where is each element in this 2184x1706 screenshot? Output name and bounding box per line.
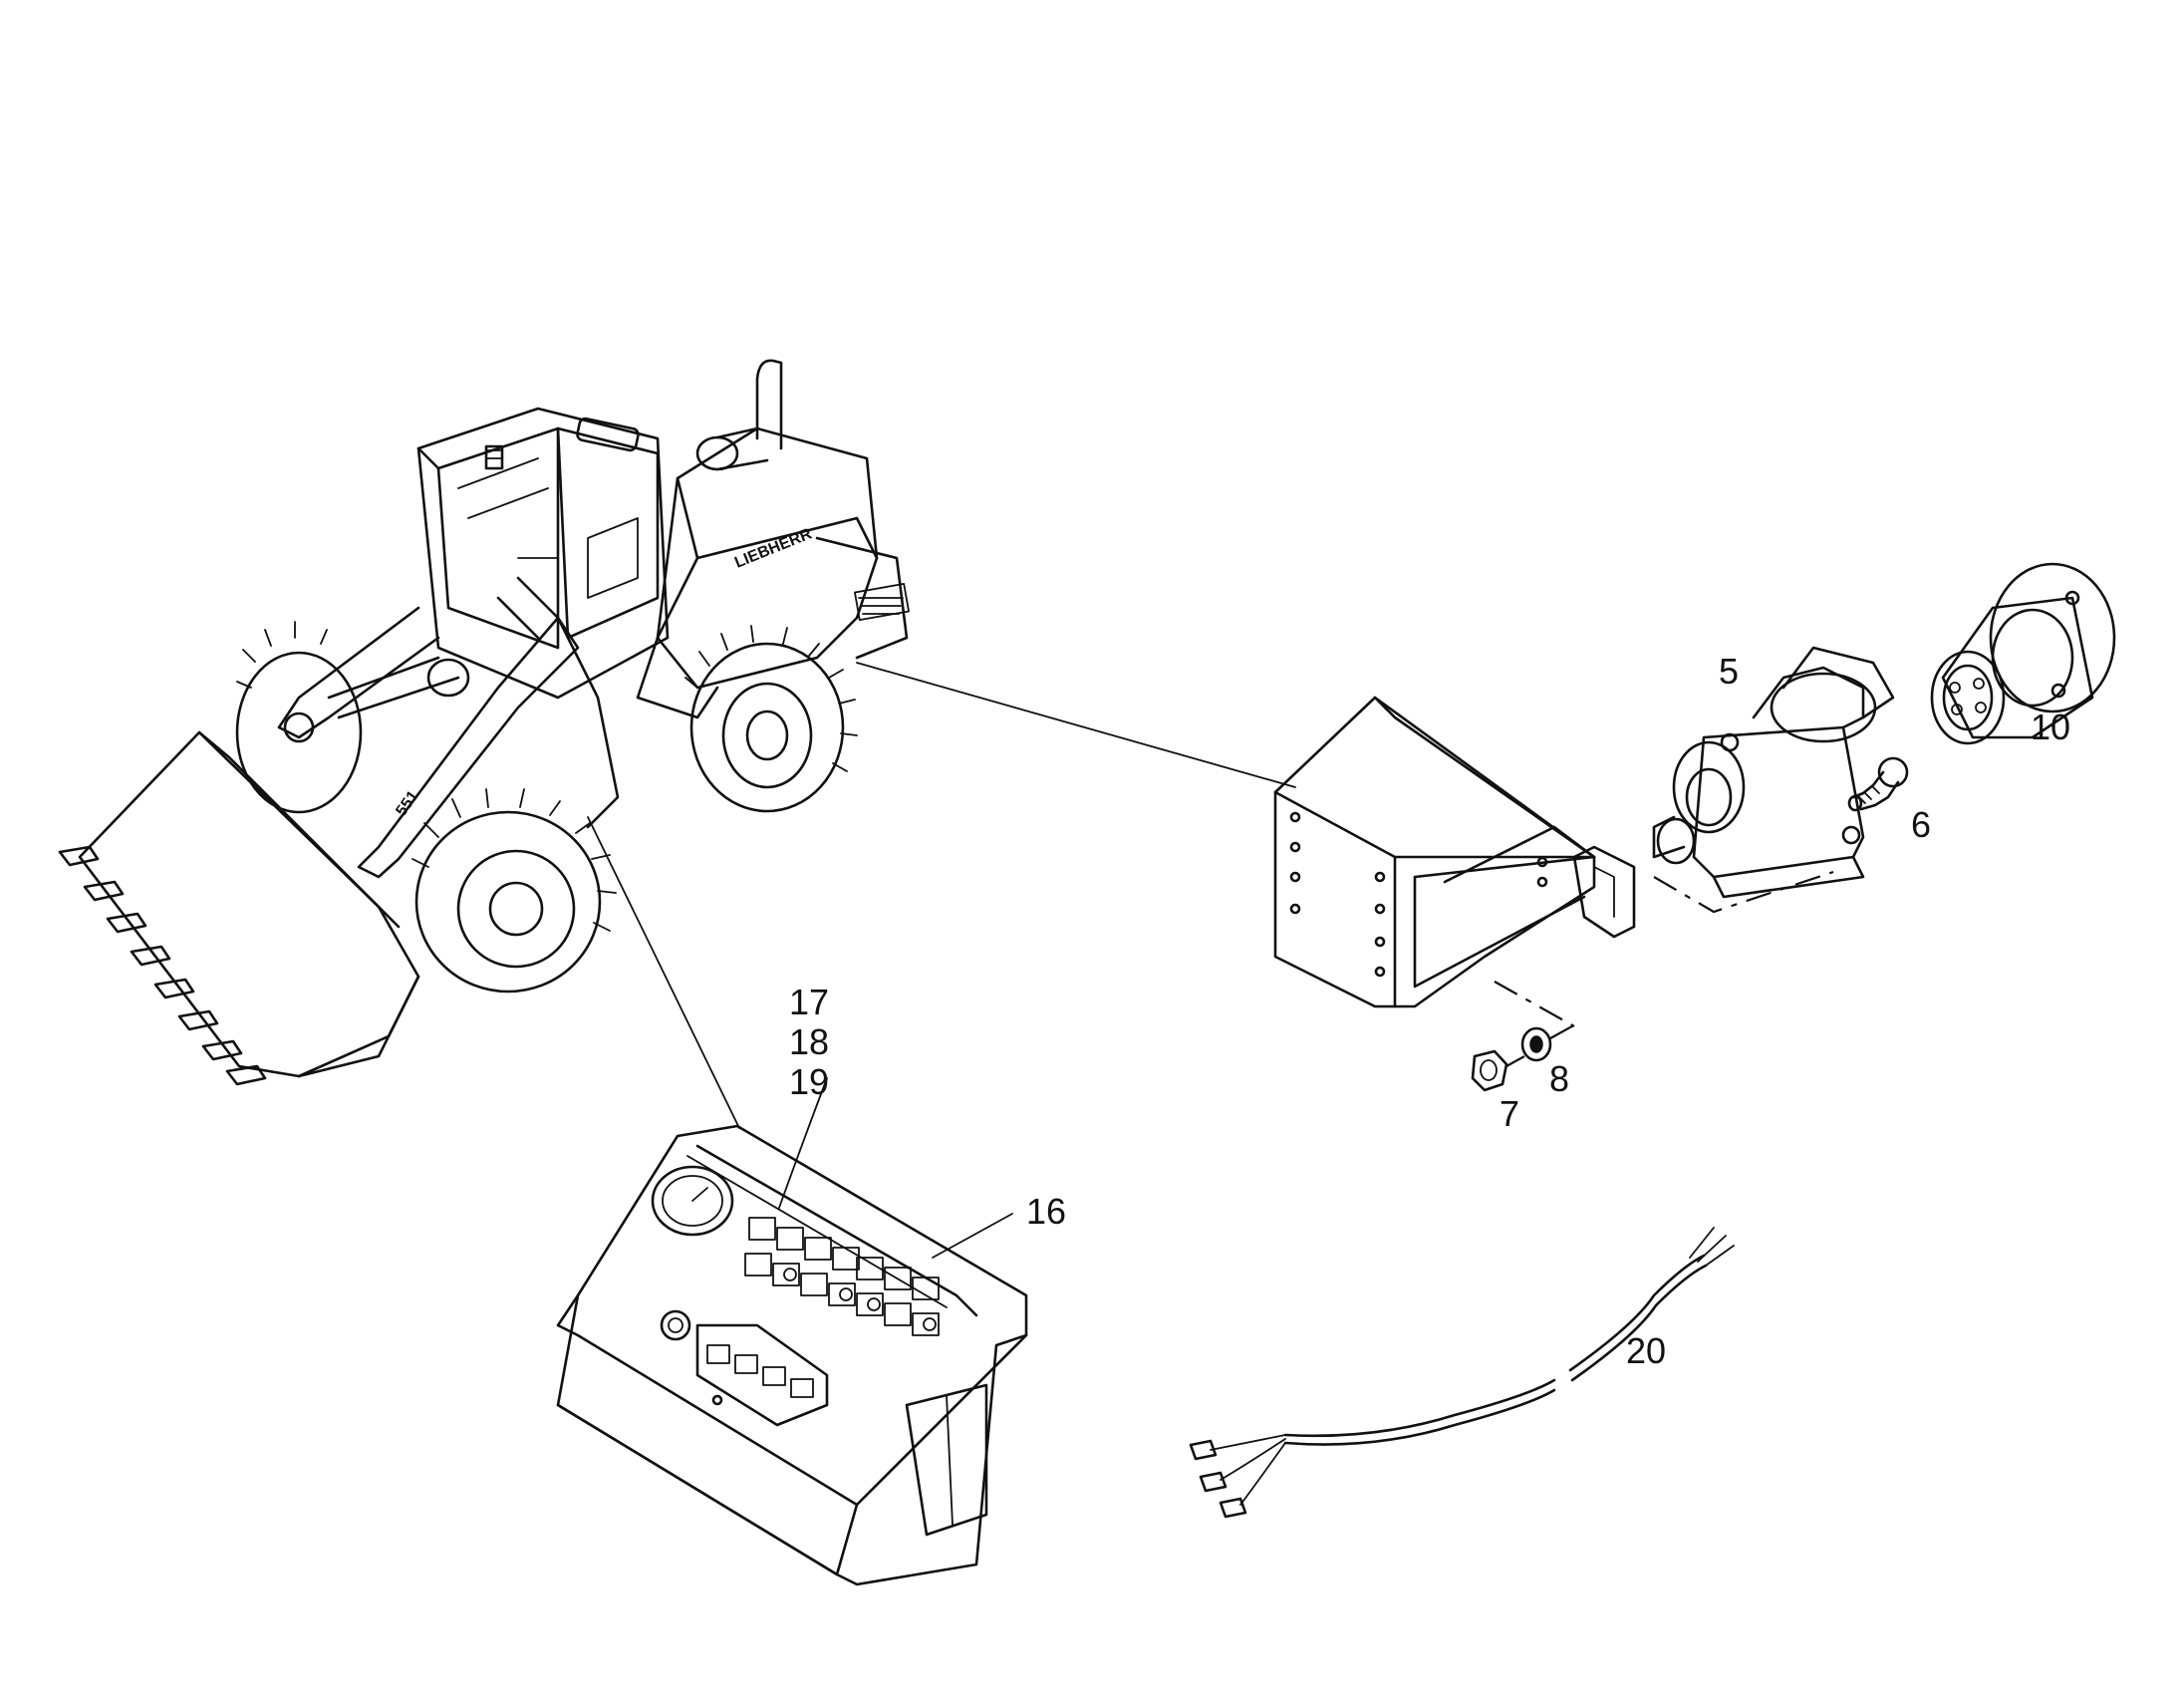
rear-body: LIEBHERR <box>636 359 910 719</box>
callout-8: 8 <box>1549 1058 1569 1099</box>
cable-harness-part-20 <box>1189 1227 1735 1519</box>
front-wheel <box>411 788 617 994</box>
leader-to-17-19 <box>778 1077 828 1209</box>
left-front-wheel <box>235 621 363 814</box>
operator-cab <box>416 407 670 700</box>
bracket-holes <box>1289 811 1548 978</box>
callout-6: 6 <box>1911 804 1931 845</box>
washer-part-8 <box>1520 1026 1552 1062</box>
leader-to-dashboard <box>587 816 740 1129</box>
front-bucket <box>58 730 420 1086</box>
callout-17: 17 <box>789 982 829 1022</box>
leader-to-mounting-bracket <box>856 662 1296 788</box>
fastener-centerline <box>1505 1021 1580 1067</box>
switch-bank <box>744 1217 940 1336</box>
brand-lettering: LIEBHERR <box>732 525 815 572</box>
mounting-bracket <box>1273 696 1636 1027</box>
callout-5: 5 <box>1719 651 1739 692</box>
callout-19: 19 <box>789 1061 829 1102</box>
cable-terminals <box>1189 1439 1247 1519</box>
gauge-dial <box>651 1165 734 1237</box>
socket-housing-part-5 <box>1652 646 1895 914</box>
wheel-loader-illustration: LIEBHERR 551 <box>58 359 910 1086</box>
bracket-centerline <box>1494 981 1575 1027</box>
bucket-teeth <box>58 845 267 1086</box>
callout-18: 18 <box>789 1021 829 1062</box>
callout-10: 10 <box>2031 707 2070 747</box>
model-lettering: 551 <box>393 788 421 820</box>
lift-arms: 551 <box>277 576 620 879</box>
rear-wheel <box>684 625 858 813</box>
socket-centerline <box>1653 870 1834 914</box>
callout-20: 20 <box>1626 1330 1666 1371</box>
callout-7: 7 <box>1500 1093 1519 1134</box>
socket-insert-part-10 <box>1930 562 2116 745</box>
screw-part-6 <box>1847 756 1909 812</box>
nut-part-7 <box>1471 1049 1508 1092</box>
leader-to-16 <box>932 1213 1013 1259</box>
leader-lines <box>587 662 1296 1259</box>
lower-switch-cluster <box>660 1309 829 1427</box>
callout-16: 16 <box>1026 1191 1066 1232</box>
dashboard-console-part-16 <box>556 1124 1028 1586</box>
callout-labels: 5 6 7 8 10 16 17 18 19 20 <box>789 651 2070 1371</box>
